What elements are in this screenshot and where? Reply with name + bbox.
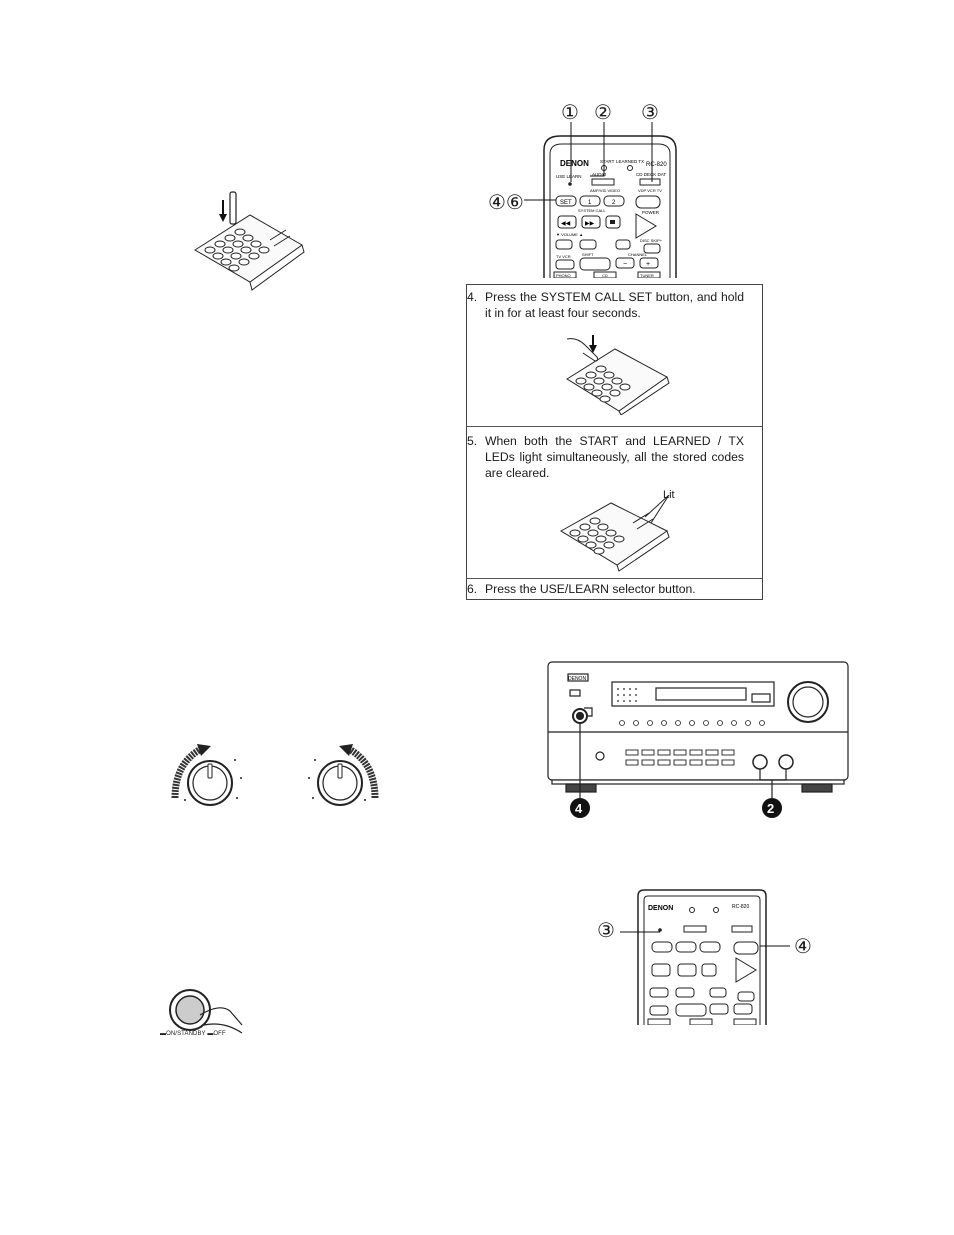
receiver-front-panel: DENON 4 2 <box>547 661 849 818</box>
rewind-button-icon <box>557 215 577 229</box>
shift-button-icon <box>579 257 611 271</box>
callout-4-6: ④⑥ <box>488 192 524 214</box>
power-button-label: ▬ON/STANDBY ▬OFF <box>160 1031 226 1037</box>
remote-top-two-label: 2 <box>612 200 616 206</box>
pause-button-icon <box>615 239 631 250</box>
remote-top-set-label: SET <box>560 200 572 206</box>
step-6-text: Press the USE/LEARN selector button. <box>485 582 696 596</box>
remote-top-minus-label: − <box>623 261 627 268</box>
remote-top-channel-label: CHANNEL <box>628 252 648 257</box>
volume-knob-right-icon <box>308 744 379 806</box>
step-4: 4. Press the SYSTEM CALL SET button, and … <box>467 285 762 425</box>
play-button-icon <box>635 213 657 239</box>
bottom-callout-4: ④ <box>794 936 812 958</box>
remote-top-cd-label: CD DECK DAT <box>636 172 666 177</box>
remote-top-audio-label: AUDIO <box>592 172 607 177</box>
remote-top: DENON START LEARNED TX RC-820 USE LEARN … <box>540 100 680 279</box>
press-set-illustration <box>566 335 670 415</box>
remote-bottom-start-led-icon <box>689 907 695 913</box>
remote-top-systemcall-label: SYSTEM CALL <box>578 208 606 213</box>
remote-top-brand: DENON <box>560 159 589 168</box>
remote-top-video-label: AMP/VID VIDEO <box>590 188 620 193</box>
remote-bottom-uselearn-icon <box>658 928 662 932</box>
remote-top-tvvcr-label: TV VCR <box>556 254 571 259</box>
remote-top-start-label: START <box>600 159 615 164</box>
remote-top-model: RC-820 <box>646 162 667 168</box>
next-button-icon <box>579 239 597 250</box>
step-divider-1 <box>467 426 762 427</box>
remote-bottom-callout-lines <box>620 931 790 947</box>
finger-icon <box>566 338 599 362</box>
remote-top-power-label: POWER <box>642 210 660 215</box>
channel-plus-icon <box>639 257 659 269</box>
remote-top-discskip-label: DISC SKIP+ <box>640 238 663 243</box>
step-divider-2 <box>467 578 762 579</box>
audio-slider-icon <box>591 178 615 186</box>
lit-label: Lit <box>663 489 675 501</box>
svg-text:▶▶: ▶▶ <box>585 221 595 227</box>
step-6-number: 6. <box>467 582 478 596</box>
remote-bottom-learned-led-icon <box>713 907 719 913</box>
callout-2: ② <box>594 102 612 124</box>
step-5: 5. When both the START and LEARNED / TX L… <box>467 427 762 577</box>
remote-top-tuner-label: TUNER <box>640 273 654 278</box>
step-6: 6. Press the USE/LEARN selector button. <box>467 579 762 601</box>
step-5-text: When both the START and LEARNED / TX LED… <box>485 434 744 480</box>
step-4-text: Press the SYSTEM CALL SET button, and ho… <box>485 290 744 320</box>
step-4-number: 4. <box>467 290 478 304</box>
svg-text:◀◀: ◀◀ <box>561 221 571 227</box>
remote-top-callout-lines <box>524 122 653 201</box>
callout-1: ① <box>561 102 579 124</box>
remote-top-uselearn-label: USE LEARN <box>556 174 582 179</box>
remote-top-drawing: DENON START LEARNED TX RC-820 USE LEARN … <box>543 135 677 279</box>
receiver-brand: DENON <box>568 676 586 682</box>
remote-bottom-power-icon <box>733 941 759 955</box>
power-button-press-icon <box>169 989 243 1034</box>
remote-bottom-model: RC-820 <box>732 904 749 910</box>
call-2-button-icon <box>603 195 625 207</box>
channel-minus-icon <box>615 257 635 269</box>
fastforward-button-icon <box>581 215 601 229</box>
callout-3: ③ <box>641 102 659 124</box>
remote-top-cd-btn-label: CD <box>602 273 608 278</box>
cd-slider-icon <box>639 178 661 186</box>
receiver-callout-4: 4 <box>575 801 583 816</box>
remote-top-shift-label: SHIFT <box>582 252 594 257</box>
remote-top-one-label: 1 <box>588 200 592 206</box>
power-button-icon <box>635 195 661 209</box>
remote-bottom-brand: DENON <box>648 905 673 912</box>
call-1-button-icon <box>579 195 601 207</box>
prev-button-icon <box>555 239 573 250</box>
bottom-callout-3: ③ <box>597 920 615 942</box>
remote-top-volume-label: ▼ VOLUME ▲ <box>556 232 583 237</box>
volume-knob-left-icon <box>171 744 242 806</box>
remote-top-vdp-label: VDP VCR TV <box>638 188 662 193</box>
ab-button-icon <box>555 259 575 270</box>
remote-top-phono-label: PHONO <box>556 273 571 278</box>
set-button-icon <box>555 195 577 207</box>
step-5-number: 5. <box>467 434 478 448</box>
receiver-callout-2: 2 <box>767 801 774 816</box>
discskip-button-icon <box>643 243 661 254</box>
remote-bottom: DENON RC-820 <box>637 889 767 1025</box>
remote-top-plus-label: + <box>646 261 650 268</box>
leds-lit-illustration <box>560 495 670 572</box>
remote-top-learned-label: LEARNED TX <box>616 159 644 164</box>
steps-panel: 4. Press the SYSTEM CALL SET button, and … <box>466 284 763 600</box>
use-learn-button-icon <box>568 182 572 186</box>
remote-reset-pen-illustration <box>194 191 305 291</box>
learned-led-icon <box>627 165 633 171</box>
